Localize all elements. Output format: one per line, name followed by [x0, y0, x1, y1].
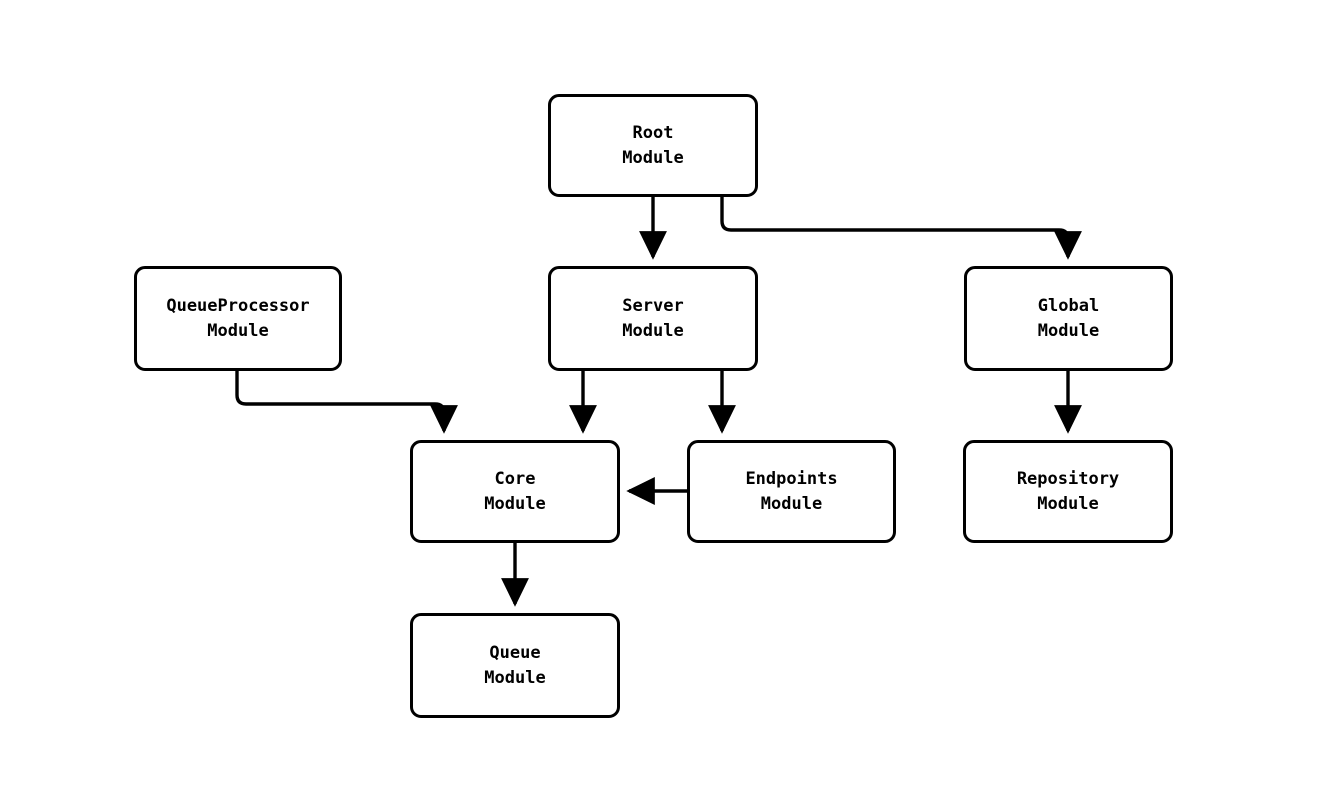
node-root-module-line2: Module — [622, 147, 684, 168]
node-queueprocessor-module-line2: Module — [207, 320, 269, 341]
node-queue-module[interactable]: Queue Module — [410, 613, 620, 718]
node-queue-module-line1: Queue — [489, 643, 541, 664]
node-global-module-line2: Module — [1037, 320, 1100, 341]
edge-root-to-global — [720, 197, 1082, 260]
node-server-module-line2: Module — [622, 320, 684, 341]
node-server-module-line1: Server — [622, 296, 684, 317]
node-endpoints-module-line1: Endpoints — [745, 469, 838, 490]
node-repository-module-line2: Module — [1037, 493, 1099, 514]
node-server-module[interactable]: Server Module — [548, 266, 758, 371]
node-queueprocessor-module[interactable]: QueueProcessor Module — [134, 266, 342, 371]
node-repository-module-line1: Repository — [1016, 469, 1120, 490]
node-queue-module-line2: Module — [484, 667, 546, 688]
node-core-module-line2: Module — [484, 493, 546, 514]
node-global-module[interactable]: Global Module — [964, 266, 1173, 371]
node-queueprocessor-module-line1: QueueProcessor — [166, 296, 310, 317]
node-global-module-line1: Global — [1037, 296, 1100, 317]
node-repository-module[interactable]: Repository Module — [963, 440, 1173, 543]
node-endpoints-module-line2: Module — [760, 493, 823, 514]
node-core-module[interactable]: Core Module — [410, 440, 620, 543]
edge-queueprocessor-to-core — [235, 371, 458, 434]
node-endpoints-module[interactable]: Endpoints Module — [687, 440, 896, 543]
node-root-module-line1: Root — [632, 123, 674, 144]
node-core-module-line1: Core — [494, 469, 536, 490]
node-root-module[interactable]: Root Module — [548, 94, 758, 197]
